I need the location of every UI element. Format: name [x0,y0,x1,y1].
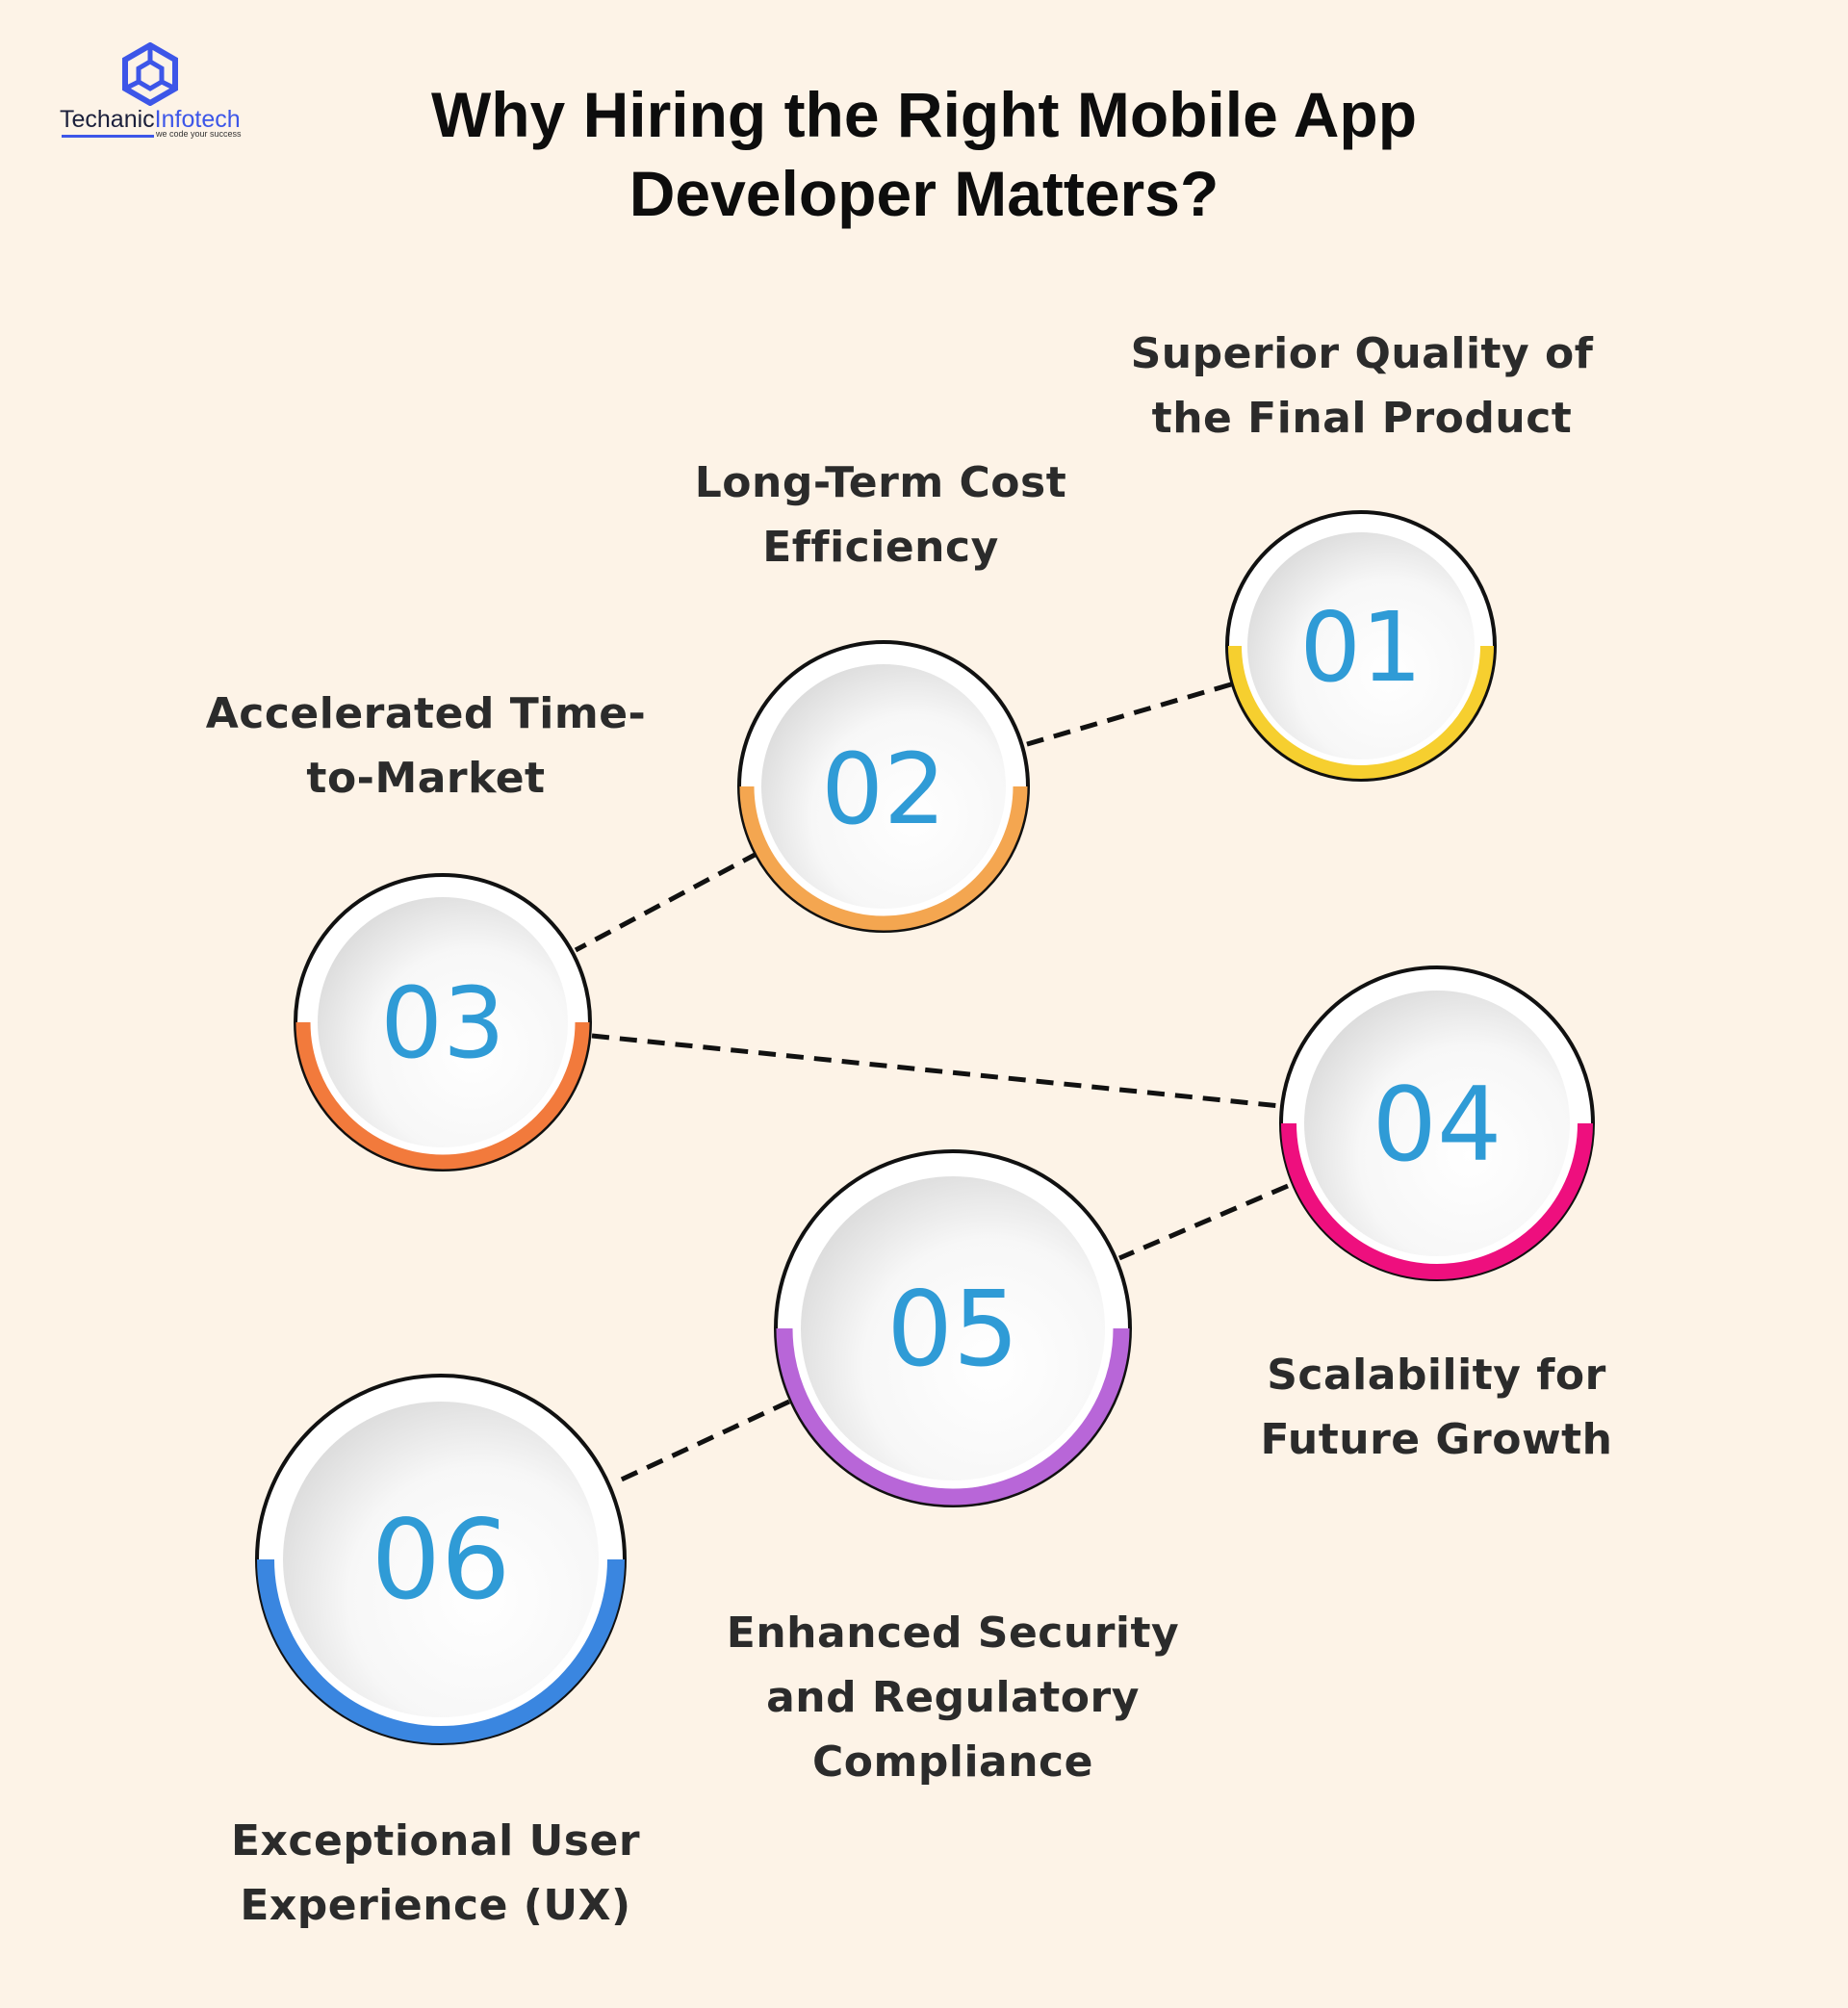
step-05-label: Enhanced Security and Regulatory Complia… [717,1601,1189,1794]
step-04-label: Scalability for Future Growth [1242,1343,1631,1472]
connectors [574,682,1289,1486]
brand-name: TechanicInfotech [60,106,241,134]
step-04-label-line-2: Future Growth [1260,1415,1613,1464]
step-06-label-line-1: Exceptional User [230,1816,641,1866]
step-05-label-line-3: Compliance [812,1738,1093,1787]
step-06: 06 [255,1374,627,1745]
step-02-label-line-2: Efficiency [762,523,999,572]
step-01-color-arc [1228,645,1494,779]
title-line-1: Why Hiring the Right Mobile App [430,79,1418,150]
step-03-number: 03 [380,966,505,1081]
step-01-label-line-2: the Final Product [1151,394,1573,443]
connector-03-04 [591,1033,1281,1109]
step-03-inner-circle [318,897,568,1147]
step-03-label: Accelerated Time- to-Market [183,682,669,811]
step-02-color-arc [739,785,1028,931]
step-01-number: 01 [1299,591,1422,704]
step-04-color-arc [1281,1122,1593,1279]
step-02-number: 02 [821,733,946,847]
logo-cube-icon [122,42,178,106]
step-04-number: 04 [1373,1066,1502,1184]
step-06-color-arc [257,1558,625,1743]
step-05-label-line-1: Enhanced Security [726,1609,1180,1658]
brand-logo: TechanicInfotech we code your success [60,42,252,139]
step-01: 01 [1225,510,1497,782]
step-03-label-line-2: to-Market [306,754,546,803]
brand-name-part1: Techanic [60,106,155,133]
step-01-label-line-1: Superior Quality of [1130,329,1594,378]
step-06-number: 06 [371,1496,510,1624]
step-03-label-line-1: Accelerated Time- [205,689,647,738]
step-05-color-arc [776,1327,1130,1506]
step-03: 03 [294,873,592,1171]
step-06-label: Exceptional User Experience (UX) [207,1809,664,1938]
step-05-label-line-2: and Regulatory [766,1673,1140,1722]
step-06-label-line-2: Experience (UX) [240,1881,631,1930]
step-04: 04 [1279,965,1595,1281]
step-02-label-line-1: Long-Term Cost [694,458,1067,507]
step-04-inner-circle [1304,991,1570,1256]
step-06-inner-circle [283,1402,599,1717]
step-03-color-arc [295,1021,590,1170]
step-02-label: Long-Term Cost Efficiency [669,451,1092,579]
brand-underline [62,135,154,138]
brand-name-part2: Infotech [154,106,241,133]
title-line-2: Developer Matters? [629,158,1219,229]
connector-01-02 [1023,682,1232,748]
step-05: 05 [774,1149,1132,1507]
step-02-inner-circle [761,664,1006,909]
step-01-label: Superior Quality of the Final Product [1116,322,1607,451]
connector-04-05 [1118,1183,1289,1261]
brand-tagline: we code your success [156,129,242,139]
step-01-inner-circle [1247,532,1475,759]
connector-05-06 [611,1399,791,1486]
connector-02-03 [574,850,760,953]
step-05-inner-circle [801,1176,1105,1480]
page-title: Why Hiring the Right Mobile App Develope… [346,75,1502,233]
step-02: 02 [737,640,1030,933]
step-05-number: 05 [886,1270,1018,1390]
step-04-label-line-1: Scalability for [1267,1351,1606,1400]
